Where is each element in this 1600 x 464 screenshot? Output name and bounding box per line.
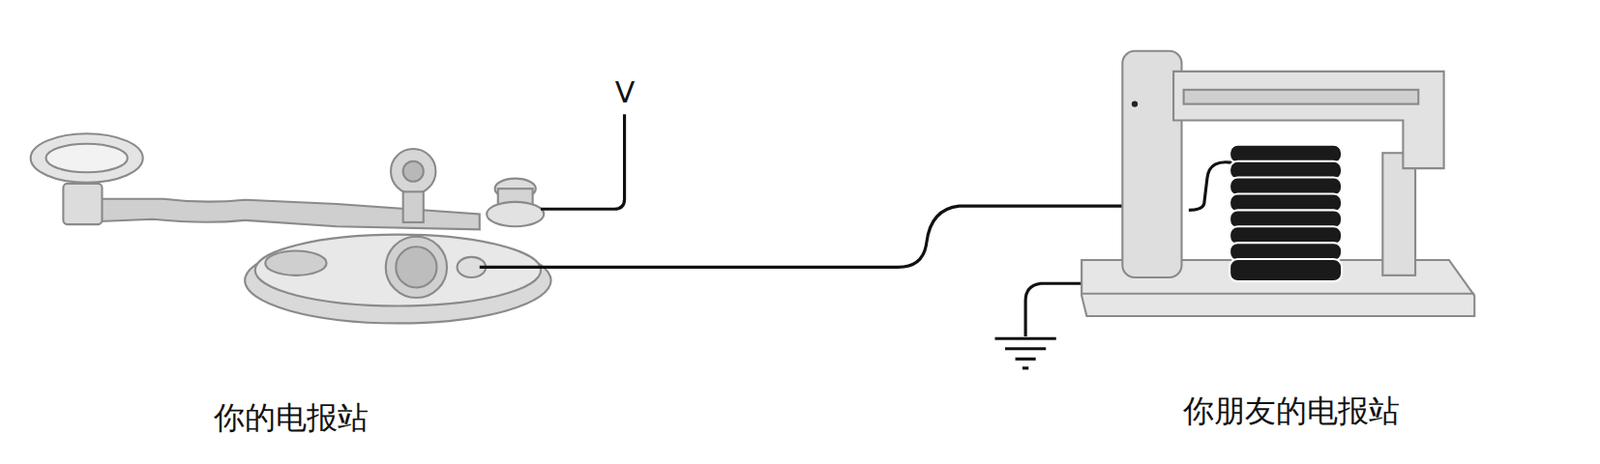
station-caption: 你的电报站 [213, 399, 369, 437]
station-caption: 你朋友的电报站 [1183, 392, 1400, 430]
telegraph-sounder [1081, 51, 1475, 317]
electromagnet-coil [1229, 145, 1342, 282]
voltage-label: V [615, 75, 636, 111]
telegraph-key [30, 133, 552, 324]
ground-symbol [994, 338, 1056, 369]
